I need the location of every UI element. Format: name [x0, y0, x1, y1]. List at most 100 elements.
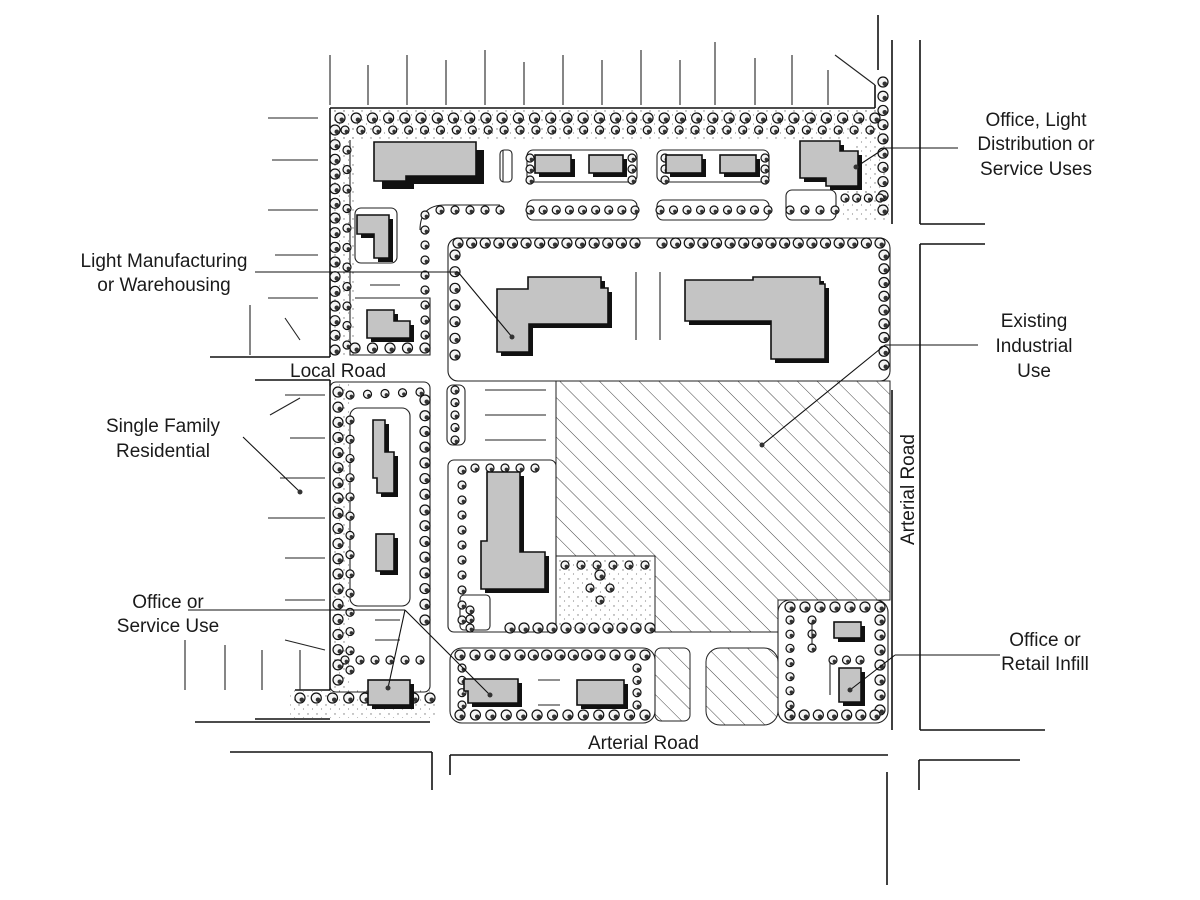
tree-icon: [819, 237, 832, 249]
tree-shade: [882, 166, 887, 172]
label-line: Distribution or: [977, 134, 1095, 155]
tree-icon: [450, 385, 460, 395]
tree-icon: [877, 90, 889, 102]
tree-shade: [612, 564, 617, 569]
tree-shade: [754, 209, 758, 214]
tree-icon: [419, 457, 431, 469]
tree-icon: [362, 389, 373, 399]
tree-shade: [716, 242, 721, 247]
tree-shade: [349, 394, 354, 399]
tree-icon: [630, 205, 640, 215]
tree-icon: [419, 535, 431, 548]
tree-shade: [337, 527, 342, 533]
tree-icon: [792, 237, 804, 249]
tree-shade: [636, 667, 641, 672]
tree-shade: [883, 350, 888, 356]
tree-icon: [525, 164, 535, 174]
tree-icon: [874, 629, 886, 641]
tree-shade: [461, 667, 466, 672]
tree-icon: [769, 125, 780, 135]
tree-icon: [658, 125, 668, 135]
tree-icon: [332, 644, 344, 656]
tree-icon: [629, 237, 641, 249]
existing-industrial-area: [555, 380, 891, 726]
tree-icon: [738, 237, 750, 249]
tree-icon: [594, 649, 606, 661]
tree-shade: [334, 246, 339, 252]
tree-icon: [869, 709, 881, 721]
tree-shade: [404, 659, 409, 664]
tree-icon: [538, 205, 548, 215]
tree-icon: [484, 649, 496, 661]
label-line: or Warehousing: [97, 275, 230, 296]
tree-icon: [345, 492, 355, 502]
tree-icon: [499, 125, 509, 135]
tree-shade: [644, 714, 649, 719]
tree-icon: [617, 205, 627, 215]
tree-shade: [790, 129, 794, 134]
tree-icon: [546, 709, 559, 721]
tree-shade: [424, 556, 429, 562]
tree-icon: [450, 422, 460, 433]
tree-shade: [454, 209, 459, 214]
tree-shade: [424, 430, 429, 436]
tree-icon: [332, 598, 344, 610]
tree-shade: [852, 242, 857, 247]
tree-icon: [450, 435, 460, 445]
tree-shade: [758, 129, 762, 134]
tree-icon: [840, 193, 850, 203]
tree-icon: [531, 125, 541, 135]
tree-shade: [832, 714, 837, 719]
tree-shade: [662, 129, 667, 134]
tree-shade: [789, 606, 794, 611]
tree-icon: [449, 316, 461, 328]
tree-shade: [883, 309, 888, 314]
tree-shade: [376, 129, 381, 134]
tree-icon: [514, 649, 526, 661]
tree-shade: [424, 619, 429, 624]
tree-shade: [424, 289, 429, 294]
tree-icon: [878, 249, 890, 261]
tree-shade: [346, 344, 351, 349]
tree-shade: [436, 117, 442, 122]
tree-shade: [334, 232, 339, 237]
tree-icon: [878, 359, 890, 371]
tree-shade: [485, 117, 490, 122]
tree-shade: [756, 242, 762, 247]
tree-icon: [697, 237, 709, 249]
tree-icon: [785, 686, 795, 696]
tree-shade: [883, 268, 888, 273]
tree-shade: [346, 227, 351, 232]
tree-icon: [516, 709, 528, 721]
tree-shade: [673, 209, 677, 214]
tree-shade: [589, 587, 594, 592]
tree-icon: [349, 342, 361, 354]
tree-shade: [337, 391, 342, 396]
label-line: Existing: [1001, 311, 1068, 332]
tree-icon: [384, 342, 396, 354]
tree-shade: [349, 419, 354, 424]
tree-icon: [627, 153, 637, 163]
tree-shade: [424, 304, 429, 309]
tree-shade: [424, 540, 429, 546]
tree-shade: [334, 320, 339, 325]
tree-icon: [332, 492, 344, 504]
tree-shade: [615, 117, 620, 122]
label-light-manufacturing: Light Manufacturing or Warehousing: [81, 251, 248, 296]
tree-rows: [294, 76, 890, 721]
tree-icon: [674, 112, 687, 124]
tree-shade: [519, 654, 524, 659]
tree-icon: [878, 331, 890, 344]
tree-icon: [706, 125, 716, 135]
tree-shade: [346, 305, 351, 310]
tree-icon: [449, 332, 461, 344]
tree-shade: [856, 197, 860, 202]
tree-shade: [424, 259, 429, 264]
tree-shade: [679, 117, 685, 122]
tree-shade: [371, 117, 377, 122]
tree-icon: [355, 655, 365, 665]
tree-icon: [804, 112, 816, 124]
tree-shade: [846, 714, 851, 719]
tree-icon: [332, 431, 344, 444]
tree-shade: [424, 572, 429, 577]
